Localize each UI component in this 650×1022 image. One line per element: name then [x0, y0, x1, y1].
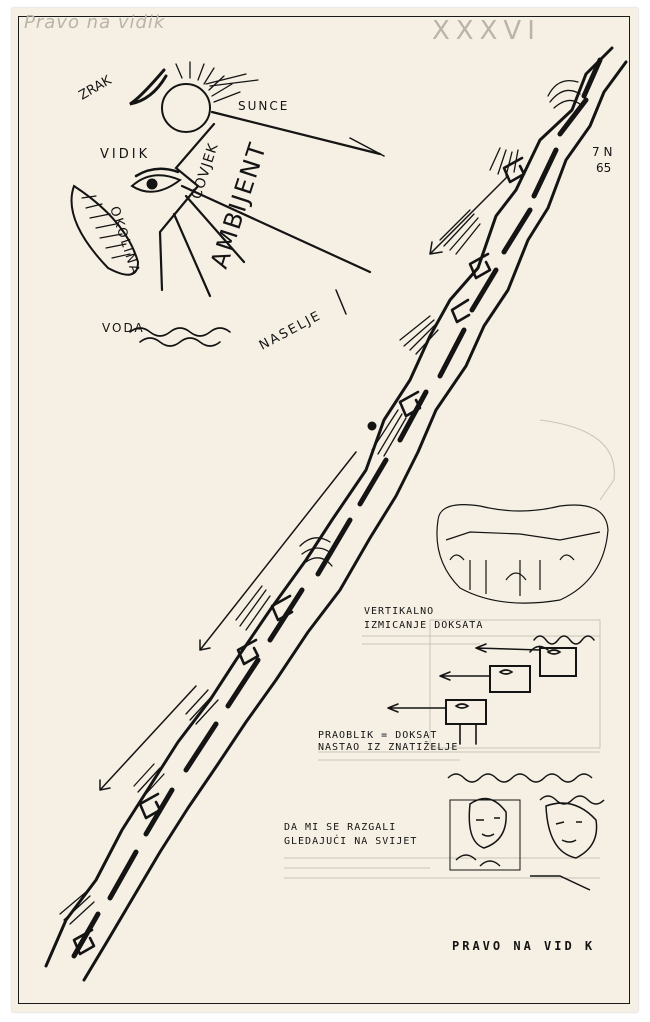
water-waves: [129, 327, 231, 347]
note-vertikalno-line2: IZMICANJE DOKSATA: [364, 620, 483, 631]
label-vidik: VIDIK: [100, 147, 150, 162]
sun-ray-long: [210, 110, 382, 156]
label-sunce: SUNCE: [238, 99, 289, 113]
tower-edge-right: [82, 60, 628, 982]
small-eye-on-tower: [367, 421, 377, 431]
leaf-hatching: [81, 195, 131, 259]
arrow-lower: [99, 685, 197, 791]
sight-line-1: [180, 184, 372, 274]
note-praoblik-line1: PRAOBLIK = DOKSAT: [318, 730, 437, 741]
doksat-tower: [44, 46, 628, 982]
label-zrak: ZRAK: [77, 73, 115, 104]
meander-ornaments: [72, 156, 526, 956]
note-razgali-line2: GLEDAJUĆI NA SVIJET: [284, 834, 417, 847]
leaf-icon: [70, 184, 140, 276]
sight-line-2: [184, 194, 246, 264]
sun-diagram: [70, 61, 385, 347]
date-mark-line2: 65: [596, 161, 611, 175]
landscape-sketch: [436, 504, 609, 604]
moon-crescent: [129, 68, 168, 106]
note-praoblik-line2: NASTAO IZ ZNATIŽELJE: [318, 740, 458, 753]
ink-frame: [18, 16, 630, 1004]
arrow-middle: [199, 451, 357, 651]
label-voda: VODA: [102, 321, 145, 335]
label-naselje: NASELJE: [257, 308, 324, 353]
faces-sketch: [447, 773, 605, 891]
note-vertikalno-line1: VERTIKALNO: [364, 606, 434, 617]
caption: PRAVO NA VID K: [452, 939, 595, 953]
bird-figures: [59, 79, 583, 925]
sight-line-3: [172, 212, 212, 298]
pencil-title: Pravo na vidik: [24, 12, 166, 33]
sun-circle: [161, 83, 211, 133]
face-profile: [158, 122, 216, 292]
date-mark-line1: 7 N: [592, 145, 612, 159]
label-covjek: COVJEK: [189, 141, 222, 201]
tower-shading: [71, 57, 603, 959]
pencil-guidelines: [284, 419, 615, 879]
sun-rays: [175, 61, 259, 103]
label-okolina: OKOLINA: [106, 205, 143, 278]
eye-icon: [130, 174, 182, 193]
notes-text: VERTIKALNO IZMICANJE DOKSATA PRAOBLIK = …: [284, 606, 483, 847]
note-razgali-line1: DA MI SE RAZGALI: [284, 822, 396, 833]
arrow-upper: [429, 175, 509, 255]
doksat-projections: [387, 635, 595, 745]
pencil-number: XXXVI: [432, 16, 541, 46]
